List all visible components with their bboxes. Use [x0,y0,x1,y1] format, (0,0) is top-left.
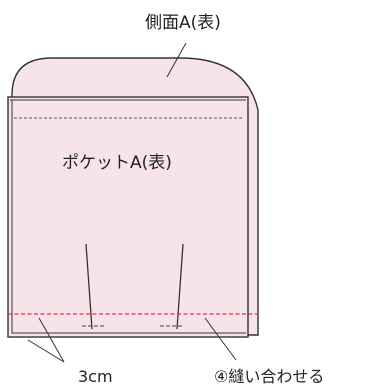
pocket-label: ポケットA(表) [62,153,172,173]
leader-sew [204,317,237,361]
pocket-divider-right [176,243,184,330]
leader-margin-b [27,339,65,363]
step-label: ④縫い合わせる [214,367,324,386]
pocket-divider-left [85,243,93,330]
pocket-inner-edge [11,100,246,334]
leader-margin-a [38,317,65,363]
side-panel-label: 側面A(表) [145,13,221,33]
pocket-a [7,96,249,338]
margin-label: 3cm [78,367,113,386]
leader-side-panel [166,42,187,78]
